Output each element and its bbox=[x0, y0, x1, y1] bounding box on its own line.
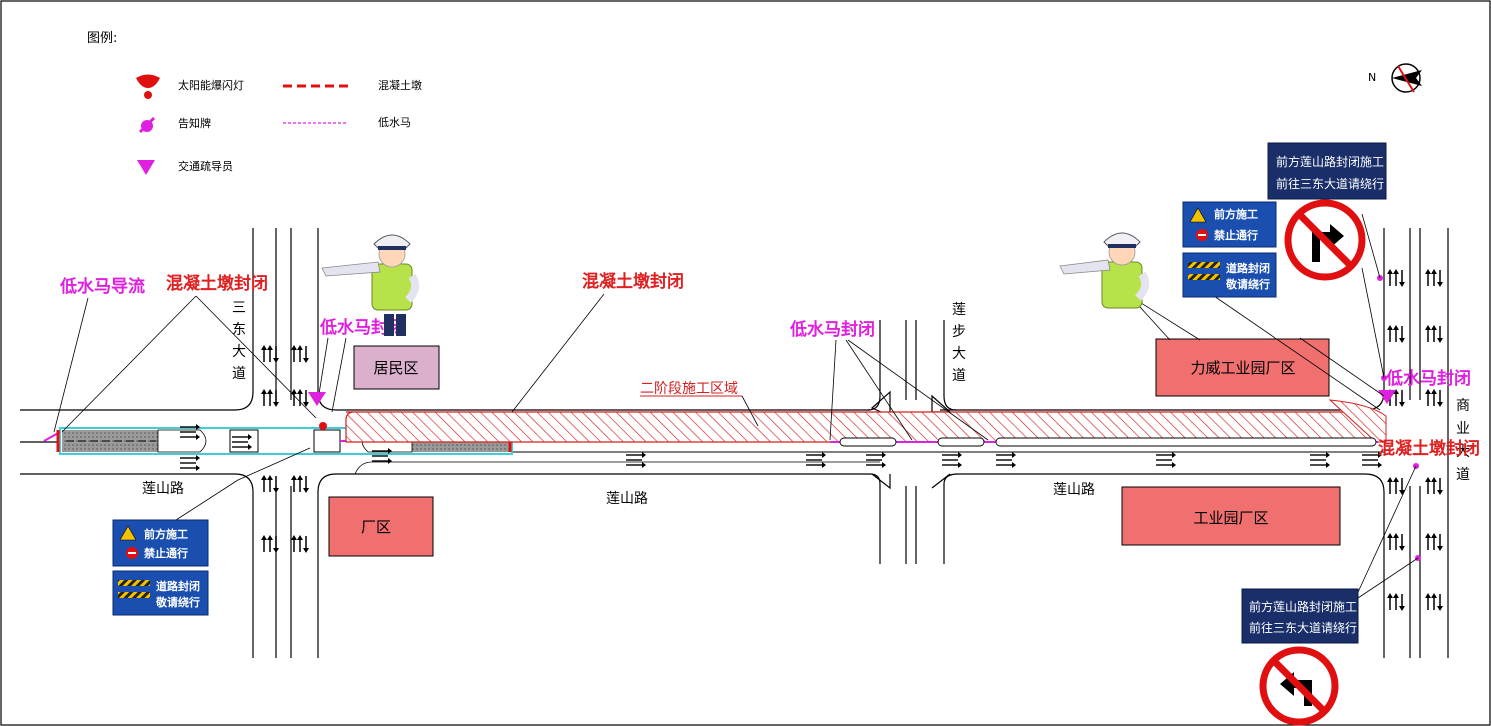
road-shangye-3: 大 bbox=[1456, 444, 1470, 460]
legend-notice-board: 告知牌 bbox=[178, 116, 211, 130]
callout-concrete-left: 混凝土墩封闭 bbox=[166, 273, 268, 294]
traffic-guide-icon bbox=[137, 160, 155, 175]
no-left-turn-sign-icon bbox=[1259, 646, 1339, 726]
road-lianshan-right: 莲山路 bbox=[1053, 482, 1095, 498]
callout-barrier-diversion: 低水马导流 bbox=[59, 276, 145, 297]
factory-zone bbox=[328, 496, 434, 557]
road-labels: 莲山路 莲山路 莲山路 三 东 大 道 莲 步 大 道 商 业 大 道 bbox=[142, 300, 1470, 507]
road-lianbu-3: 大 bbox=[952, 346, 966, 362]
callout-barrier-mid: 低水马封闭 bbox=[789, 319, 875, 340]
detour-sign-top: 前方莲山路封闭施工 前往三东大道请绕行 bbox=[1267, 142, 1387, 200]
road-sandong-3: 大 bbox=[232, 344, 246, 360]
legend: 图例: 太阳能爆闪灯 混凝土墩 告知牌 低水马 交通疏导员 bbox=[87, 31, 422, 175]
road-sandong-2: 东 bbox=[232, 322, 246, 338]
sign-construction-ahead-right: 前方施工 bbox=[1214, 207, 1258, 221]
industrial-zone bbox=[1121, 486, 1341, 546]
notice-sign-closed-left: 道路封闭 敬请绕行 bbox=[112, 570, 209, 616]
road-lianbu-1: 莲 bbox=[952, 302, 966, 318]
residential-label: 居民区 bbox=[373, 359, 418, 377]
road-lianbu-2: 步 bbox=[952, 324, 966, 340]
zones: 居民区 厂区 力威工业园厂区 工业园厂区 二阶段施工区域 bbox=[328, 338, 1341, 557]
detour-top-line2: 前往三东大道请绕行 bbox=[1276, 176, 1384, 191]
median-islands bbox=[839, 437, 1377, 447]
legend-concrete: 混凝土墩 bbox=[378, 78, 422, 92]
detour-sign-bottom: 前方莲山路封闭施工 前往三东大道请绕行 bbox=[1241, 588, 1359, 644]
phase2-label: 二阶段施工区域 bbox=[640, 381, 738, 397]
sign-road-closed-left: 道路封闭 bbox=[156, 579, 200, 593]
no-right-turn-sign-icon bbox=[1284, 199, 1366, 281]
road-lianshan-mid: 莲山路 bbox=[606, 491, 648, 507]
factory-label: 厂区 bbox=[361, 518, 391, 536]
callout-concrete-mid: 混凝土墩封闭 bbox=[582, 271, 684, 292]
road-sandong-1: 三 bbox=[232, 300, 246, 316]
legend-title: 图例: bbox=[87, 31, 117, 46]
industrial-label: 工业园厂区 bbox=[1193, 509, 1268, 527]
sign-road-closed-right: 道路封闭 bbox=[1226, 261, 1270, 275]
flash-lamp-icon bbox=[136, 74, 160, 99]
legend-guide: 交通疏导员 bbox=[178, 159, 233, 173]
road-sandong-4: 道 bbox=[232, 366, 246, 382]
notice-sign-construction-right: 前方施工 禁止通行 bbox=[1182, 201, 1277, 248]
phase2-curve bbox=[1328, 399, 1387, 443]
north-compass-icon: N bbox=[1368, 63, 1422, 93]
notice-board-icon bbox=[138, 116, 156, 134]
traffic-guide-person-right bbox=[1059, 232, 1150, 309]
sign-detour-right: 敬请绕行 bbox=[1225, 277, 1270, 291]
road-shangye-4: 道 bbox=[1456, 467, 1470, 483]
notice-sign-closed-right: 道路封闭 敬请绕行 bbox=[1182, 252, 1277, 298]
residential-zone bbox=[353, 345, 440, 390]
liwei-zone bbox=[1155, 338, 1330, 397]
road-lianshan-left: 莲山路 bbox=[142, 481, 184, 497]
legend-flash-lamp: 太阳能爆闪灯 bbox=[178, 78, 244, 92]
road-lianbu-4: 道 bbox=[952, 368, 966, 384]
road-shangye-1: 商 bbox=[1456, 398, 1470, 414]
callout-concrete-right: 混凝土墩封闭 bbox=[1378, 438, 1480, 459]
traffic-guide-marker-left bbox=[308, 392, 326, 406]
phase2-construction-area bbox=[345, 411, 1379, 443]
detour-bottom-line2: 前往三东大道请绕行 bbox=[1249, 620, 1357, 635]
sign-construction-ahead-left: 前方施工 bbox=[144, 527, 188, 541]
detour-bottom-line1: 前方莲山路封闭施工 bbox=[1249, 599, 1357, 614]
callout-barrier-left: 低水马封闭 bbox=[319, 317, 405, 338]
liwei-label: 力威工业园厂区 bbox=[1190, 359, 1295, 377]
traffic-guide-person-left bbox=[321, 234, 420, 336]
sign-detour-left: 敬请绕行 bbox=[155, 595, 200, 609]
svg-text:N: N bbox=[1368, 71, 1376, 84]
sign-no-entry-left: 禁止通行 bbox=[144, 546, 188, 560]
callouts: 低水马导流 混凝土墩封闭 低水马封闭 混凝土墩封闭 低水马封闭 低水马封闭 混凝… bbox=[53, 271, 1480, 459]
notice-sign-construction-left: 前方施工 禁止通行 bbox=[112, 519, 209, 567]
callout-barrier-right: 低水马封闭 bbox=[1385, 368, 1471, 389]
traffic-guide-marker-right bbox=[1378, 390, 1396, 404]
legend-barrier: 低水马 bbox=[378, 116, 411, 129]
sign-no-entry-right: 禁止通行 bbox=[1214, 228, 1258, 242]
road-shangye-2: 业 bbox=[1456, 421, 1470, 437]
detour-top-line1: 前方莲山路封闭施工 bbox=[1276, 154, 1384, 169]
